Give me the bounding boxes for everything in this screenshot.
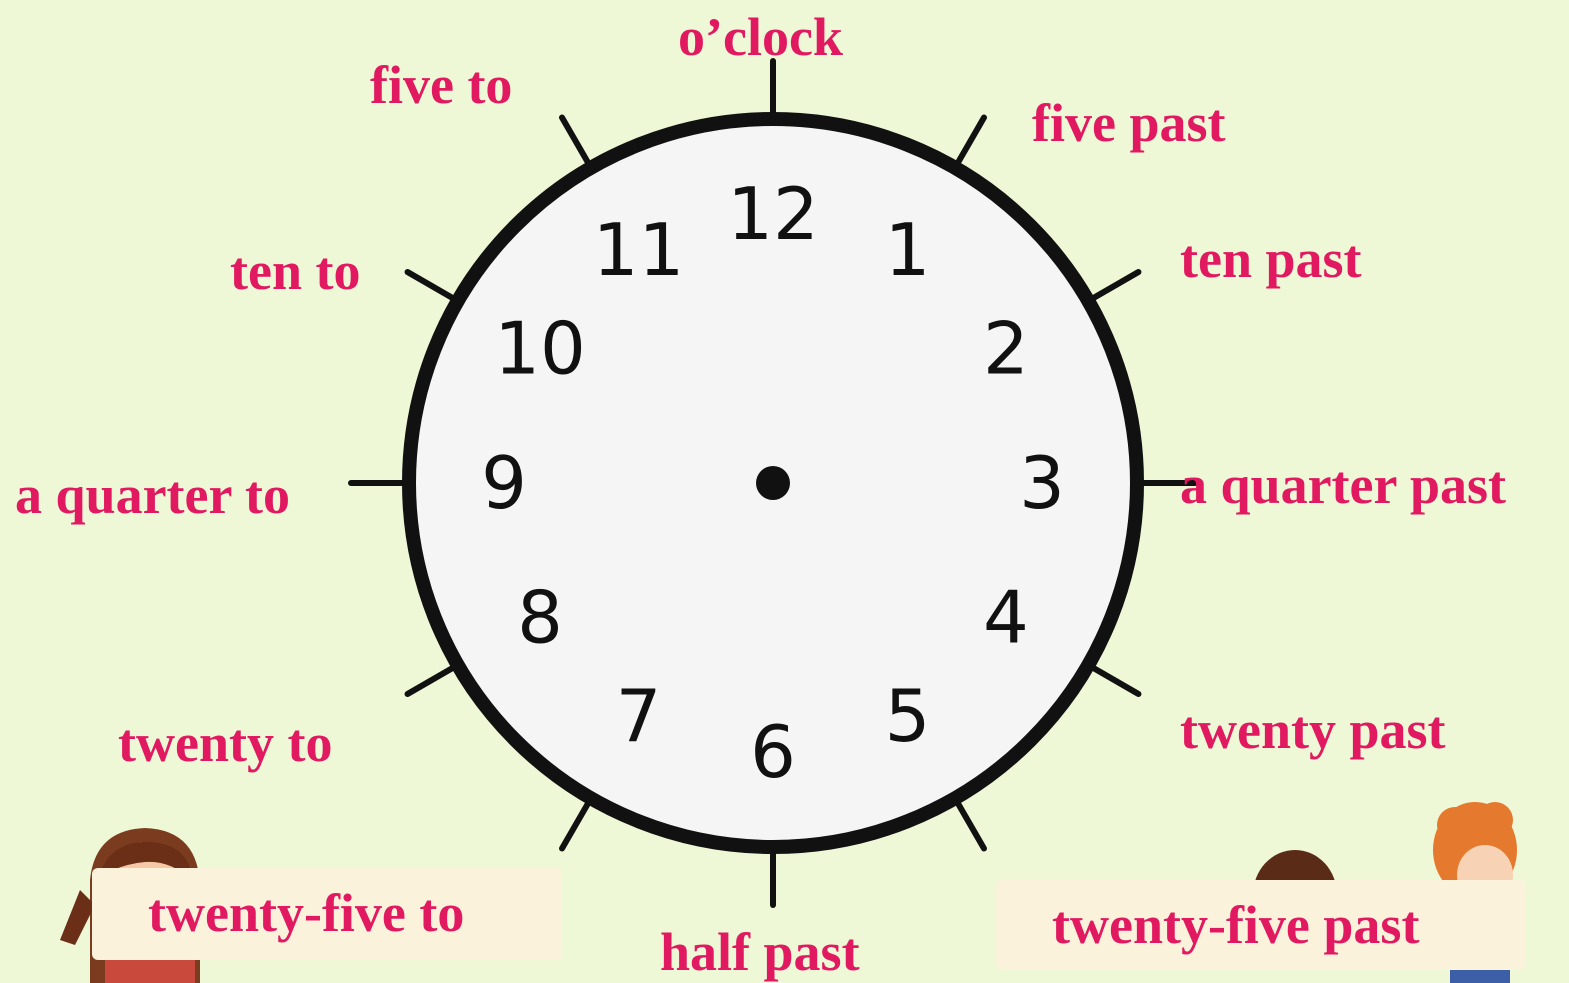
label-quarter-to: a quarter to [15, 468, 290, 522]
label-ten-to: ten to [230, 244, 360, 298]
label-quarter-past: a quarter past [1180, 458, 1506, 512]
label-half-past: half past [660, 925, 860, 979]
clock-number-7: 7 [616, 674, 662, 758]
label-twenty-past: twenty past [1180, 703, 1446, 757]
clock-number-5: 5 [885, 674, 931, 758]
clock-number-10: 10 [494, 307, 586, 391]
clock-number-11: 11 [593, 208, 685, 292]
clock-number-2: 2 [983, 307, 1029, 391]
center-dot-icon [756, 466, 790, 500]
label-twenty-five-past: twenty-five past [1052, 898, 1419, 952]
clock-number-12: 12 [727, 172, 819, 256]
clock-number-6: 6 [750, 710, 796, 794]
label-twenty-to: twenty to [118, 716, 332, 770]
label-oclock: o’clock [678, 10, 843, 64]
clock-number-9: 9 [481, 441, 527, 525]
clock-number-8: 8 [517, 576, 563, 660]
label-five-past: five past [1032, 96, 1225, 150]
clock-number-1: 1 [885, 208, 931, 292]
clock-number-4: 4 [983, 576, 1029, 660]
label-ten-past: ten past [1180, 232, 1362, 286]
label-five-to: five to [370, 58, 512, 112]
clock-number-3: 3 [1019, 441, 1065, 525]
label-twenty-five-to: twenty-five to [148, 886, 464, 940]
